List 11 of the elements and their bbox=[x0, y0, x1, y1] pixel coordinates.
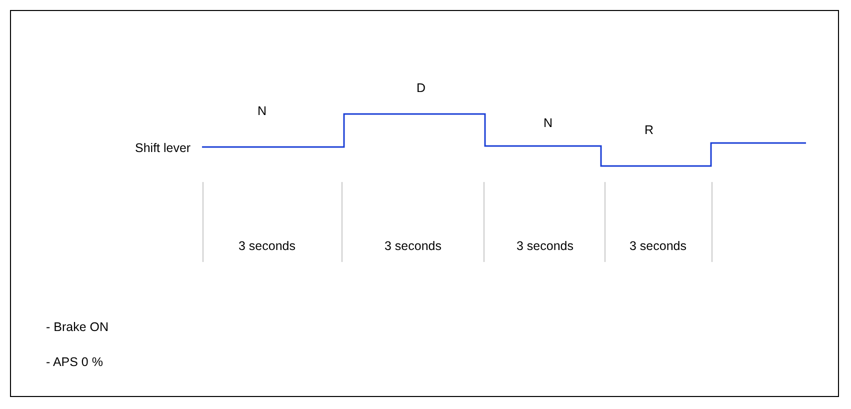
duration-label: 3 seconds bbox=[516, 238, 574, 254]
state-label: D bbox=[416, 80, 426, 96]
duration-label: 3 seconds bbox=[384, 238, 442, 254]
state-label: R bbox=[644, 122, 654, 138]
duration-label: 3 seconds bbox=[630, 238, 686, 254]
duration-label: 3 seconds bbox=[238, 238, 296, 254]
note: - Brake ON bbox=[46, 320, 109, 334]
state-label: N bbox=[258, 104, 267, 118]
signal-name: Shift lever bbox=[135, 140, 191, 156]
state-label: N bbox=[544, 116, 553, 130]
note: - APS 0 % bbox=[46, 354, 103, 370]
